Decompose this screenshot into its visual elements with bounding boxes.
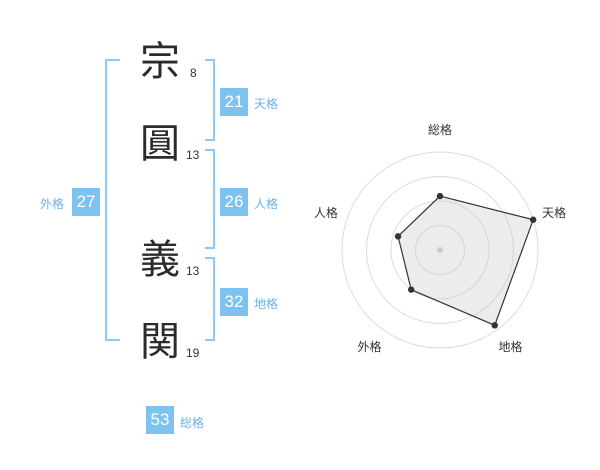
radar-axis-label-0: 総格 xyxy=(428,122,452,137)
radar-ring-3 xyxy=(366,176,514,324)
stroke-count-4: 19 xyxy=(186,346,200,360)
tenkaku-bracket xyxy=(205,59,215,141)
name-char-2: 圓 xyxy=(140,121,180,167)
radar-ring-1 xyxy=(415,225,465,275)
stroke-count-2: 13 xyxy=(186,148,200,162)
radar-point-4 xyxy=(394,233,402,240)
radar-point-1 xyxy=(530,216,537,223)
stroke-count-1: 8 xyxy=(190,66,197,80)
tenkaku-label: 天格 xyxy=(254,97,279,111)
radar-area xyxy=(397,195,534,327)
chikaku-label: 地格 xyxy=(254,297,279,311)
jinkaku-label: 人格 xyxy=(254,197,279,211)
radar-center xyxy=(437,247,443,253)
chikaku-bracket xyxy=(205,257,215,341)
gaikaku-label: 外格 xyxy=(40,197,65,211)
stroke-count-3: 13 xyxy=(186,264,200,278)
radar-point-0 xyxy=(436,192,444,200)
name-char-3: 義 xyxy=(140,237,180,283)
jinkaku-bracket xyxy=(205,149,215,249)
chikaku-value-badge: 32 xyxy=(220,288,248,316)
soukaku-value-badge: 53 xyxy=(146,406,174,434)
radar-axis-label-4: 人格 xyxy=(314,205,338,220)
radar-axis-label-2: 地格 xyxy=(499,339,523,354)
tenkaku-value-badge: 21 xyxy=(220,88,248,116)
radar-point-2 xyxy=(491,322,498,329)
soukaku-label: 総格 xyxy=(180,416,205,430)
radar-ring-2 xyxy=(390,200,490,300)
name-char-4: 関 xyxy=(140,319,180,365)
gaikaku-value-badge: 27 xyxy=(72,188,100,216)
radar-axis-label-3: 外格 xyxy=(357,339,381,354)
radar-ring-4 xyxy=(341,151,539,349)
name-brackets xyxy=(105,59,215,341)
jinkaku-value-badge: 26 xyxy=(220,188,248,216)
radar-axis-label-1: 天格 xyxy=(542,205,566,220)
name-char-1: 宗 xyxy=(140,39,180,85)
gaikaku-bracket xyxy=(105,59,120,341)
radar-point-3 xyxy=(407,286,415,293)
